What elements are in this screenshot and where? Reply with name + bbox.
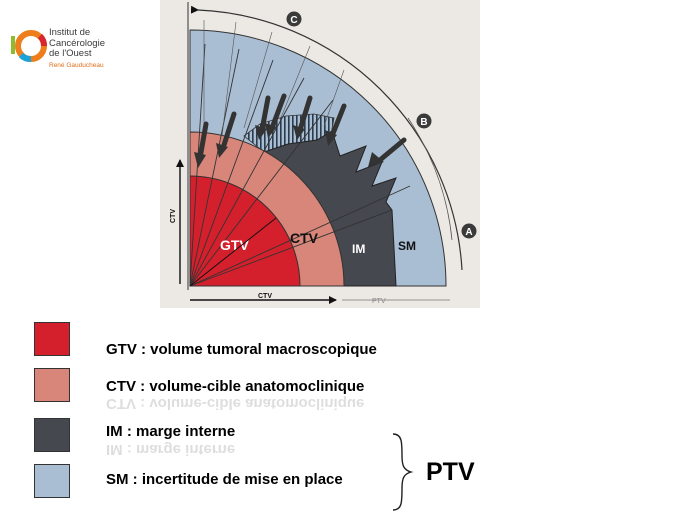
svg-text:C: C [290, 15, 297, 26]
logo-subtitle: René Gauducheau [49, 61, 104, 69]
logo-line-3: de l'Ouest [49, 48, 92, 59]
svg-text:B: B [420, 117, 427, 128]
ptv-label: PTV [426, 458, 475, 486]
radial-dividers [189, 43, 411, 287]
brace-icon [392, 433, 414, 511]
ptv-axis-label: PTV [372, 298, 386, 305]
im-zone-label: IM [352, 242, 365, 256]
marker-a: A [461, 223, 477, 239]
logo-line-2: Cancérologie [49, 37, 105, 49]
arc-c [190, 5, 463, 271]
legend-reflection-im: IM : marge interne [106, 441, 236, 458]
legend-swatch-sm [34, 464, 70, 498]
gtv-zone [189, 175, 301, 287]
legend-reflection-ctv: CTV : volume-cible anatomoclinique [106, 395, 365, 412]
marker-b: B [416, 113, 432, 129]
svg-text:A: A [465, 227, 472, 238]
legend-swatch-gtv [34, 322, 70, 356]
target-volumes-svg: C B A GTV CTV IM SM CTV CTV PTV [170, 2, 477, 305]
legend-label-im: IM : marge interne [106, 423, 236, 440]
ico-logo-icon [11, 30, 47, 62]
gtv-zone-label: GTV [220, 237, 249, 253]
ctv-axis-label: CTV [258, 293, 272, 300]
ctv-zone-label: CTV [290, 230, 319, 246]
gtv-radius-line [189, 217, 277, 287]
logo-text: Institut de Cancérologie de l'Ouest René… [49, 27, 105, 71]
sm-zone-label: SM [398, 239, 416, 253]
marker-c: C [286, 11, 302, 27]
arrowheads [194, 123, 384, 168]
vertical-axis-label: CTV [170, 209, 177, 223]
legend-label-gtv: GTV : volume tumoral macroscopique [106, 341, 377, 358]
legend-swatch-im [34, 418, 70, 452]
legend-label-ctv: CTV : volume-cible anatomoclinique [106, 378, 365, 395]
guide-lines [203, 20, 345, 137]
arc-b [407, 117, 453, 241]
arrows [197, 93, 407, 163]
legend-label-sm: SM : incertitude de mise en place [106, 471, 343, 488]
legend-swatch-ctv [34, 368, 70, 402]
institute-logo: Institut de Cancérologie de l'Ouest René… [8, 22, 118, 78]
logo-line-1: Institut de [49, 27, 91, 38]
target-volumes-diagram: C B A GTV CTV IM SM CTV CTV PTV [160, 0, 480, 308]
